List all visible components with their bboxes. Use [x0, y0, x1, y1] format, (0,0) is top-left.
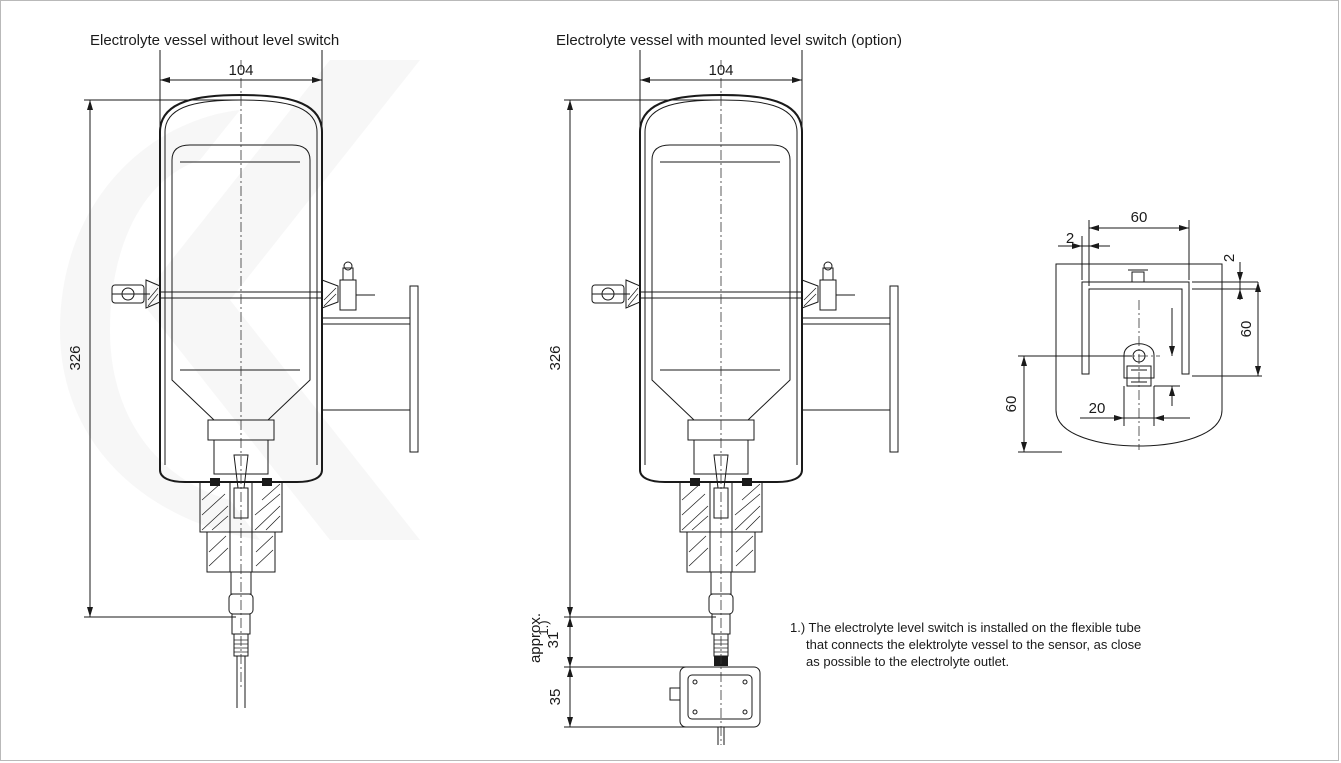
- dim-detail-left-height: 60: [1003, 396, 1020, 413]
- dim-left-height: 326: [67, 345, 84, 370]
- vessel-without-switch: [111, 60, 419, 708]
- caption-without-switch: Electrolyte vessel without level switch: [90, 32, 340, 49]
- dim-switch-height: 35: [547, 689, 564, 706]
- footnote-line-3: as possible to the electrolyte outlet.: [806, 654, 1010, 669]
- dim-right-width: 104: [708, 62, 733, 79]
- dim-detail-slot: 20: [1089, 400, 1106, 417]
- dim-approx-footnote: 1.): [536, 620, 551, 635]
- dim-detail-gap-right: 2: [1221, 254, 1238, 262]
- left-dimensions: [84, 50, 323, 618]
- dim-approx-label: approx.: [527, 613, 544, 663]
- caption-with-switch: Electrolyte vessel with mounted level sw…: [556, 32, 902, 49]
- vessel-with-switch: [591, 60, 899, 745]
- dim-left-width: 104: [228, 62, 253, 79]
- footnote-line-2: that connects the elektrolyte vessel to …: [806, 637, 1142, 652]
- detail-dimensions: [1018, 220, 1262, 453]
- mounting-detail-view: [1055, 263, 1223, 450]
- dim-detail-width: 60: [1131, 209, 1148, 226]
- footnote-line-1: 1.) The electrolyte level switch is inst…: [790, 620, 1141, 635]
- right-dimensions: [564, 50, 803, 728]
- watermark-logo: [60, 60, 420, 540]
- dim-right-height: 326: [547, 345, 564, 370]
- dim-approx-value: 31: [545, 632, 562, 649]
- footnote: 1.) The electrolyte level switch is inst…: [790, 619, 1190, 670]
- dim-detail-gap-left: 2: [1066, 230, 1074, 247]
- dim-detail-right-height: 60: [1238, 321, 1255, 338]
